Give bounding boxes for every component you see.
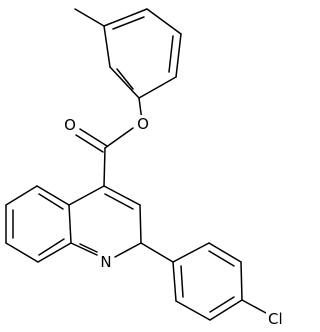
- bond-tolyl-3: [175, 33, 182, 78]
- bond-quin-c8a-n1: [70, 242, 98, 256]
- ester-oxygen-bg: [135, 115, 151, 133]
- carbonyl-oxygen-label: O: [64, 116, 76, 134]
- molecule-structure-drawing: O O N Cl: [5, 8, 290, 328]
- atom-label-layer: O O N Cl: [62, 115, 290, 328]
- bond-carbonyl-double-b: [75, 134, 104, 153]
- chlorine-bg: [266, 310, 290, 328]
- bond-benzo-inner-1: [38, 193, 64, 210]
- bond-tolyl-4: [138, 76, 177, 99]
- bond-tolyl-5: [109, 66, 140, 99]
- bond-quin-c4-c4a: [68, 185, 105, 206]
- bond-benzo-5: [37, 242, 72, 263]
- bond-quin-n1-c2: [114, 242, 142, 258]
- bond-layer: [5, 8, 267, 321]
- bond-tolyl-inner-2: [168, 35, 174, 73]
- bond-methyl: [74, 8, 105, 27]
- ring-nitrogen-bg: [98, 253, 114, 271]
- bond-aryl-to-cl: [241, 299, 267, 314]
- bond-carbonyl-c-to-quinoline: [103, 147, 106, 187]
- bond-aryl-inner-3: [180, 265, 184, 298]
- bond-tolyl-inner-1: [112, 16, 145, 30]
- bond-tolyl-inner-3: [116, 68, 134, 90]
- chlorine-label: Cl: [268, 310, 283, 328]
- bond-quin-inner-1: [104, 193, 134, 210]
- bond-aryl-4: [209, 299, 243, 321]
- bond-aryl-6: [172, 261, 177, 302]
- bond-aryl-inner-1: [208, 250, 235, 267]
- carbonyl-oxygen-bg: [62, 116, 78, 134]
- bond-benzo-4: [5, 242, 39, 263]
- bond-aryl-3: [240, 261, 243, 301]
- bond-quin-c4a-c8a: [68, 204, 72, 244]
- bond-tolyl-6: [103, 25, 111, 68]
- bond-c2-to-aryl: [140, 242, 174, 263]
- bond-aryl-1: [172, 242, 210, 263]
- bond-tolyl-2: [146, 8, 182, 35]
- bond-quin-c2-c3: [139, 204, 142, 244]
- bond-quin-inner-2: [79, 243, 98, 253]
- ester-oxygen-label: O: [137, 115, 149, 133]
- bond-benzo-1: [36, 185, 70, 206]
- bond-carbonyl-double-a: [79, 128, 108, 147]
- bond-aryl-5: [175, 300, 211, 321]
- bond-benzo-2: [5, 185, 38, 206]
- bond-ester-o-to-carbonyl-c: [104, 127, 134, 149]
- bond-tolyl-1: [103, 8, 148, 27]
- bond-aryl-2: [208, 242, 242, 263]
- bond-benzo-inner-3: [38, 238, 65, 256]
- bond-quin-c3-c4: [103, 185, 141, 206]
- bond-aryl-inner-2: [209, 296, 235, 313]
- ring-nitrogen-label: N: [100, 253, 111, 271]
